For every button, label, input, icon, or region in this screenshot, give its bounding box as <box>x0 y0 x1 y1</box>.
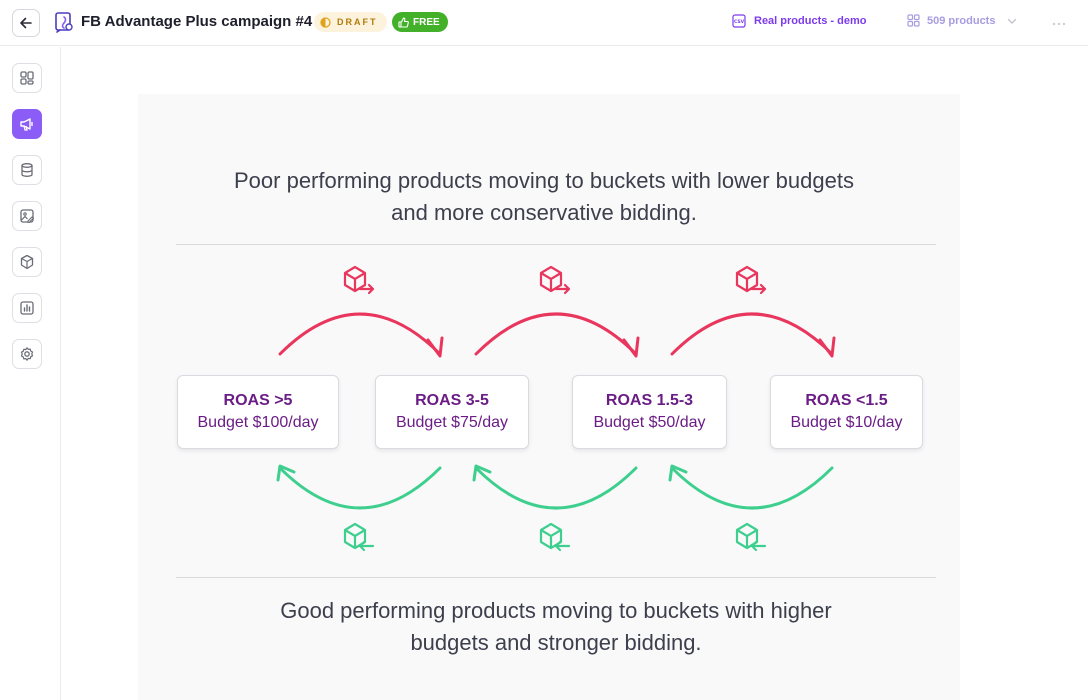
upgrade-arrow-2 <box>472 464 638 510</box>
top-description-line-1: Poor performing products moving to bucke… <box>234 168 854 193</box>
half-circle-icon <box>320 16 331 28</box>
upgrade-arrow-1 <box>276 464 442 510</box>
bucket-budget: Budget $100/day <box>197 414 319 431</box>
draft-label: DRAFT <box>337 17 378 27</box>
arrow-left-icon <box>20 17 32 29</box>
campaign-title: FB Advantage Plus campaign #4 <box>81 13 313 30</box>
bucket-roas: ROAS 1.5-3 <box>605 392 694 409</box>
downgrade-arrow-1 <box>278 312 444 358</box>
bucket-card-4: ROAS <1.5 Budget $10/day <box>770 375 923 449</box>
gear-icon <box>20 347 34 361</box>
campaign-file-icon <box>55 12 73 33</box>
sidebar-item-products[interactable] <box>12 247 42 277</box>
feed-name: Real products - demo <box>754 15 867 27</box>
top-description-line-2: and more conservative bidding. <box>391 200 697 225</box>
downgrade-arrow-2 <box>474 312 640 358</box>
bucket-flow-diagram: Poor performing products moving to bucke… <box>138 94 960 700</box>
sidebar-item-settings[interactable] <box>12 339 42 369</box>
bucket-card-2: ROAS 3-5 Budget $75/day <box>375 375 529 449</box>
grid-icon <box>907 14 920 27</box>
main-content: Poor performing products moving to bucke… <box>62 47 1088 700</box>
sidebar-item-dashboard[interactable] <box>12 63 42 93</box>
sidebar-item-analytics[interactable] <box>12 293 42 323</box>
bucket-card-1: ROAS >5 Budget $100/day <box>177 375 339 449</box>
bar-chart-icon <box>20 301 34 315</box>
csv-file-icon: CSV <box>732 14 746 28</box>
box-out-icon <box>343 265 375 295</box>
top-bar: FB Advantage Plus campaign #4 DRAFT FREE… <box>0 0 1088 46</box>
box-in-icon <box>735 522 767 552</box>
bottom-description: Good performing products moving to bucke… <box>138 595 974 659</box>
feed-selector[interactable]: CSV Real products - demo <box>732 14 866 28</box>
bottom-divider <box>176 577 936 578</box>
image-edit-icon <box>20 209 35 223</box>
bucket-budget: Budget $75/day <box>395 414 509 431</box>
products-count: 509 products <box>927 14 996 27</box>
database-icon <box>21 163 33 177</box>
bucket-roas: ROAS <1.5 <box>805 392 888 409</box>
bucket-card-3: ROAS 1.5-3 Budget $50/day <box>572 375 727 449</box>
bucket-roas: ROAS 3-5 <box>415 392 489 409</box>
bucket-budget: Budget $10/day <box>790 414 903 431</box>
top-divider <box>176 244 936 245</box>
bucket-roas: ROAS >5 <box>223 392 293 409</box>
flow-arrows <box>276 265 836 552</box>
box-out-icon <box>539 265 571 295</box>
more-options-button[interactable] <box>1052 14 1066 30</box>
bottom-description-line-2: budgets and stronger bidding. <box>410 630 702 655</box>
upgrade-arrow-3 <box>668 464 834 510</box>
box-out-icon <box>735 265 767 295</box>
draft-status-badge: DRAFT <box>314 12 387 32</box>
top-description: Poor performing products moving to bucke… <box>138 165 950 229</box>
sidebar <box>0 47 61 700</box>
bottom-description-line-1: Good performing products moving to bucke… <box>280 598 832 623</box>
thumbs-up-icon <box>398 16 409 28</box>
back-button[interactable] <box>12 9 40 37</box>
downgrade-arrow-3 <box>670 312 836 358</box>
sidebar-item-feeds[interactable] <box>12 155 42 185</box>
bucket-budget: Budget $50/day <box>593 414 706 431</box>
ellipsis-icon <box>1052 22 1066 26</box>
free-plan-badge: FREE <box>392 12 448 32</box>
box-icon <box>20 254 34 270</box>
svg-text:CSV: CSV <box>734 19 745 25</box>
sidebar-item-images[interactable] <box>12 201 42 231</box>
chevron-down-icon <box>1008 18 1017 24</box>
box-in-icon <box>539 522 571 552</box>
megaphone-icon <box>20 118 33 131</box>
sidebar-item-campaigns[interactable] <box>12 109 42 139</box>
box-in-icon <box>343 522 375 552</box>
grid-icon <box>20 71 34 85</box>
products-selector[interactable]: 509 products <box>907 14 1018 27</box>
free-label: FREE <box>413 16 440 28</box>
